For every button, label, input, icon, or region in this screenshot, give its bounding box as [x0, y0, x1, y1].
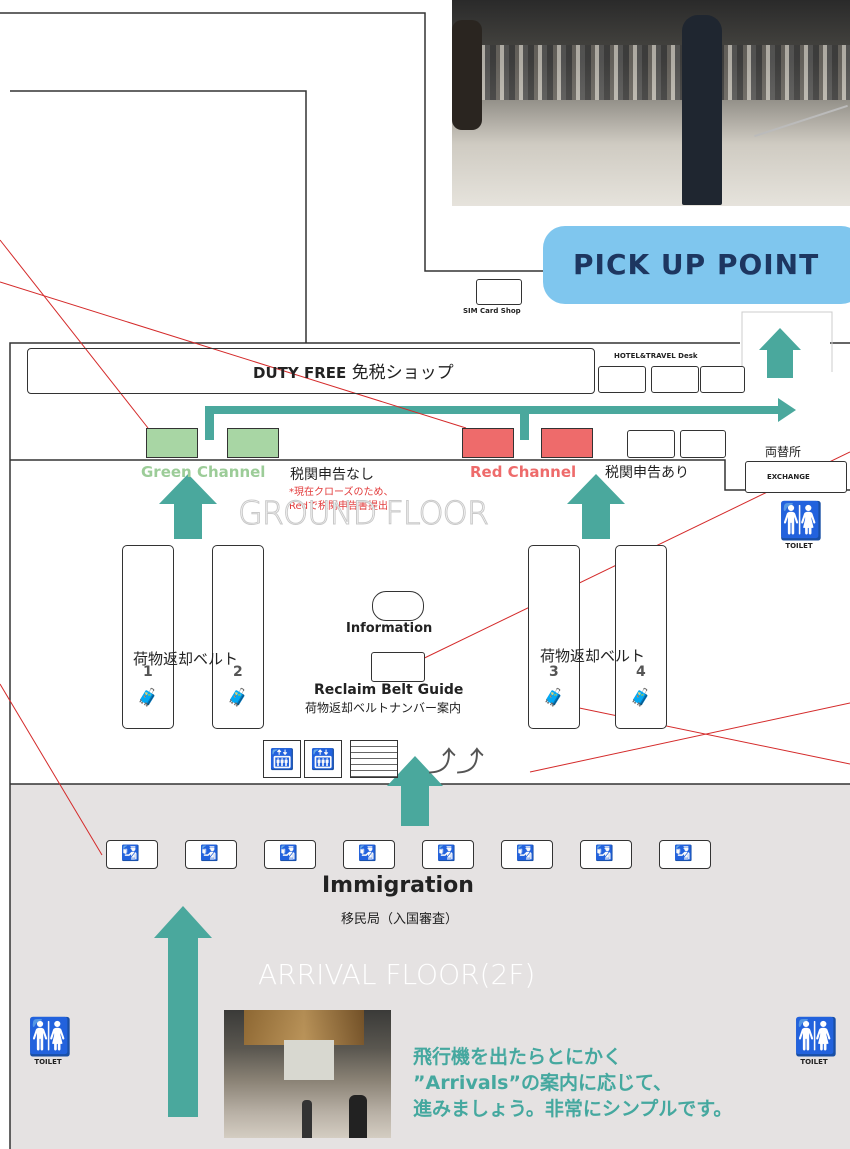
green-channel-booth	[146, 428, 198, 458]
green-channel-desc: 税関申告なし	[290, 467, 374, 483]
immigration-booth: 🛂	[264, 840, 316, 869]
customs-booth	[680, 430, 726, 458]
caption-line-2: ”Arrivals”の案内に応じて、	[413, 1072, 673, 1094]
green-channel-booth	[227, 428, 279, 458]
duty-free-label-en: DUTY FREE	[253, 364, 347, 382]
sim-card-shop-label: SIM Card Shop	[463, 307, 521, 315]
direction-arrows	[154, 328, 801, 1117]
red-channel-booth	[462, 428, 514, 458]
pickup-photo	[452, 0, 850, 206]
customs-wall	[10, 459, 850, 491]
arrival-floor-label: ARRIVAL FLOOR(2F)	[258, 958, 536, 991]
immigration-booth: 🛂	[501, 840, 553, 869]
hotel-travel-desk-label: HOTEL&TRAVEL Desk	[614, 352, 698, 360]
immigration-officer-icon: 🛂	[437, 844, 456, 862]
belt-number-1: 1	[143, 664, 153, 680]
immigration-booth: 🛂	[106, 840, 158, 869]
green-channel-note-2: Redで税関申告書提出	[289, 501, 388, 512]
information-label: Information	[346, 621, 433, 636]
green-channel-label: Green Channel	[141, 463, 266, 481]
arrivals-photo	[224, 1010, 391, 1138]
hotel-desk-counter	[700, 366, 745, 393]
belt-number-3: 3	[549, 664, 559, 680]
luggage-icon: 🧳	[227, 688, 249, 708]
red-channel-label: Red Channel	[470, 463, 577, 481]
reclaim-belt-3	[528, 545, 580, 729]
exchange-label-jp: 両替所	[765, 445, 802, 459]
escalator-icon: ⤴⤴	[428, 745, 485, 778]
exchange-counter: EXCHANGE	[745, 461, 847, 493]
hotel-desk-counter	[598, 366, 646, 393]
walkway-outline-inner	[10, 90, 307, 343]
duty-free-shop: DUTY FREE 免税ショップ	[27, 348, 595, 394]
toilet-label: TOILET	[785, 542, 813, 550]
caption-line-3: 進みましょう。非常にシンプルです。	[413, 1098, 733, 1120]
toilet-label: TOILET	[34, 1058, 62, 1066]
toilet-icon: 🚻	[778, 501, 824, 542]
luggage-icon: 🧳	[137, 688, 159, 708]
reclaim-belt-4	[615, 545, 667, 729]
toilet-icon: 🚻	[27, 1017, 73, 1058]
pickup-point-sign: PICK UP POINT	[543, 226, 850, 304]
immigration-booth: 🛂	[659, 840, 711, 869]
luggage-icon: 🧳	[630, 688, 652, 708]
exchange-label-en: EXCHANGE	[767, 473, 810, 481]
pickup-point-label: PICK UP POINT	[573, 248, 820, 281]
immigration-label-en: Immigration	[322, 873, 474, 898]
ground-floor-label: GROUND FLOOR	[237, 494, 489, 533]
reclaim-guide-label-en: Reclaim Belt Guide	[314, 682, 464, 698]
reclaim-guide-label-jp: 荷物返却ベルトナンバー案内	[305, 701, 462, 715]
red-channel-booth	[541, 428, 593, 458]
toilet-label: TOILET	[800, 1058, 828, 1066]
reclaim-belt-2	[212, 545, 264, 729]
elevator-icon: 🛗	[304, 740, 342, 778]
immigration-label-jp: 移民局（入国審査）	[341, 912, 459, 927]
immigration-booth: 🛂	[422, 840, 474, 869]
ground-floor-wall	[9, 342, 740, 1149]
immigration-officer-icon: 🛂	[200, 844, 219, 862]
immigration-booth: 🛂	[580, 840, 632, 869]
toilet-icon: 🚻	[793, 1017, 839, 1058]
belt-label-left: 荷物返却ベルト	[133, 650, 239, 668]
customs-route-arrow	[205, 398, 796, 440]
hotel-desk-counter	[651, 366, 699, 393]
toilet-sign-arrival-right: 🚻 TOILET	[784, 1016, 844, 1066]
toilet-sign-ground: 🚻 TOILET	[764, 500, 834, 550]
immigration-booth: 🛂	[185, 840, 237, 869]
belt-label-right: 荷物返却ベルト	[540, 647, 646, 665]
sim-card-shop-counter	[476, 279, 522, 305]
walkway-outline-outer	[0, 12, 543, 272]
luggage-icon: 🧳	[543, 688, 565, 708]
immigration-officer-icon: 🛂	[279, 844, 298, 862]
immigration-officer-icon: 🛂	[674, 844, 693, 862]
belt-number-2: 2	[233, 664, 243, 680]
immigration-booth: 🛂	[343, 840, 395, 869]
toilet-sign-arrival-left: 🚻 TOILET	[18, 1016, 78, 1066]
stairs-icon	[350, 740, 398, 778]
reclaim-belt-1	[122, 545, 174, 729]
immigration-officer-icon: 🛂	[121, 844, 140, 862]
immigration-officer-icon: 🛂	[516, 844, 535, 862]
reclaim-guide-board	[371, 652, 425, 682]
red-channel-desc: 税関申告あり	[605, 465, 689, 481]
caption-line-1: 飛行機を出たらとにかく	[413, 1046, 623, 1068]
elevator-icon: 🛗	[263, 740, 301, 778]
customs-booth	[627, 430, 675, 458]
immigration-officer-icon: 🛂	[595, 844, 614, 862]
belt-number-4: 4	[636, 664, 646, 680]
duty-free-label-jp: 免税ショップ	[351, 363, 454, 383]
information-desk	[372, 591, 424, 621]
green-channel-note-1: *現在クローズのため、	[289, 487, 394, 498]
immigration-officer-icon: 🛂	[358, 844, 377, 862]
